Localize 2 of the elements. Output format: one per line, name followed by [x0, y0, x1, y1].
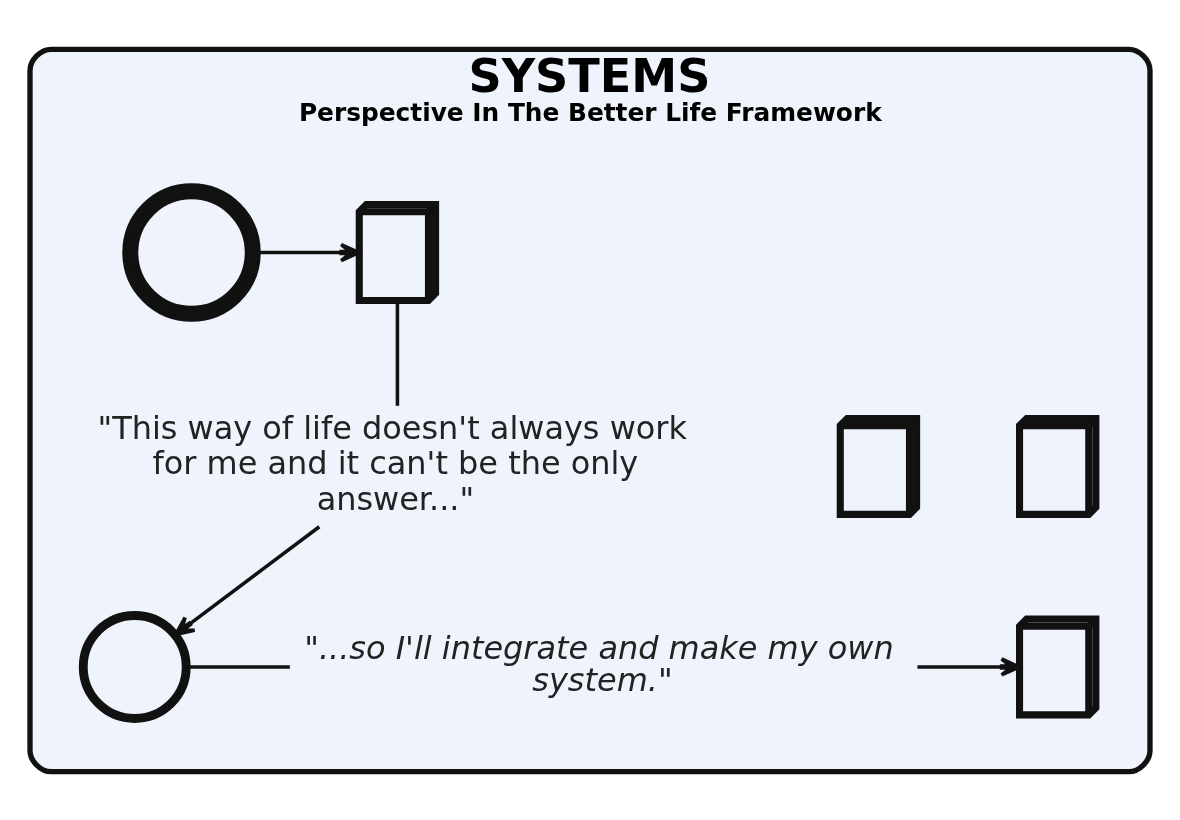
node-text: "...so I'll integrate and make my own system." — [304, 628, 894, 699]
node-text: "This way of life doesn't always work for me and it can't be the only answer..." — [97, 408, 687, 518]
